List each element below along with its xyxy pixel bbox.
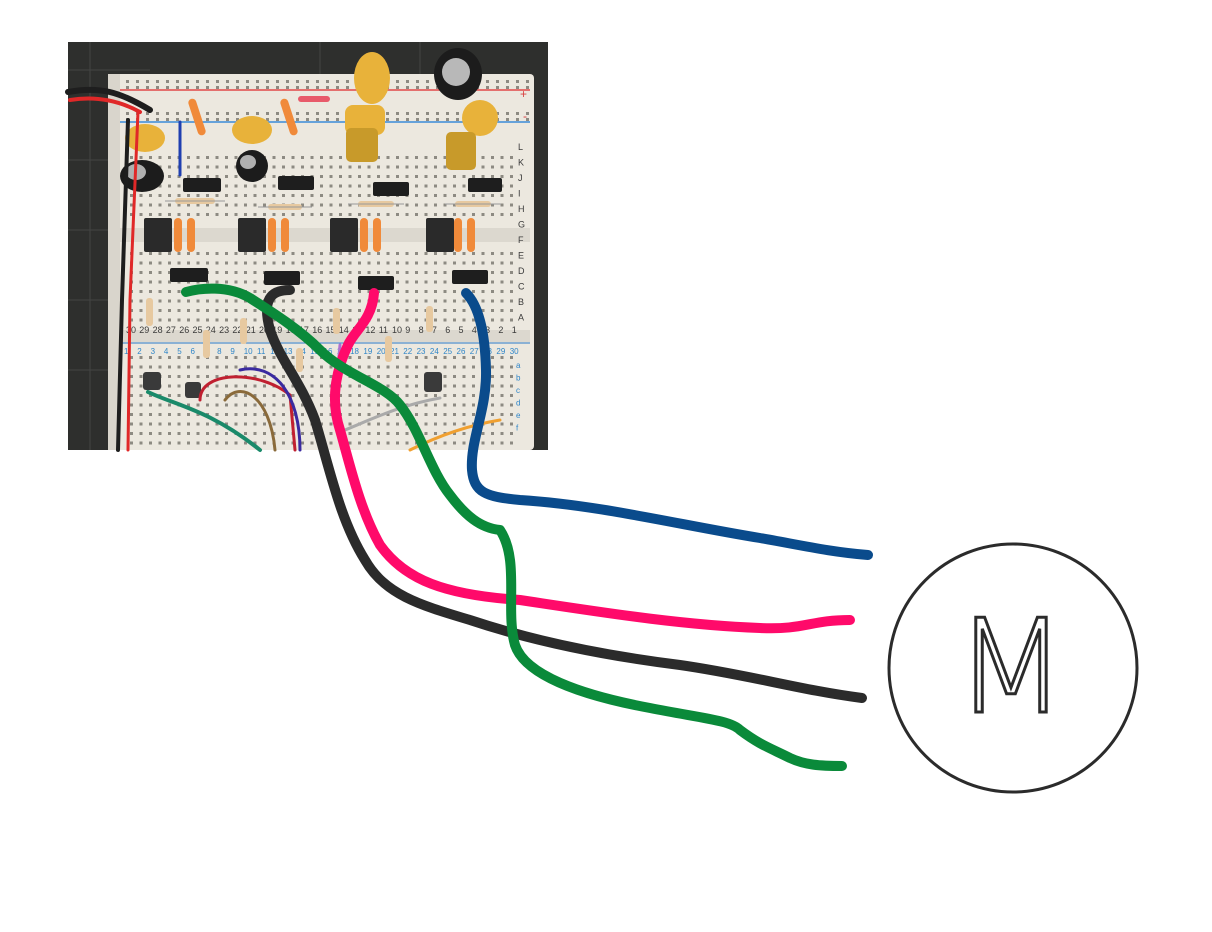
column-number: 6 — [445, 325, 450, 335]
column-number: 29 — [139, 325, 149, 335]
column-number: 8 — [217, 347, 222, 356]
column-number: 22 — [232, 325, 242, 335]
jumper-wires — [65, 86, 502, 452]
row-letter: L — [518, 142, 523, 152]
column-number: 24 — [206, 325, 216, 335]
row-letter: J — [518, 173, 523, 183]
row-letter: F — [518, 235, 524, 245]
row-letter: e — [516, 411, 521, 420]
column-number: 4 — [472, 325, 477, 335]
column-number: 27 — [166, 325, 176, 335]
column-number: 7 — [432, 325, 437, 335]
motor-wires — [181, 283, 873, 771]
column-number: 2 — [498, 325, 503, 335]
column-number: 5 — [459, 325, 464, 335]
row-letter: a — [516, 361, 521, 370]
column-number: 30 — [510, 347, 519, 356]
motor-symbol: M — [887, 542, 1139, 794]
row-letter: D — [518, 266, 525, 276]
motor-circle — [887, 542, 1139, 794]
column-number: 11 — [379, 325, 388, 335]
row-letter: c — [516, 386, 520, 395]
row-letter: K — [518, 158, 524, 168]
column-number: 10 — [392, 325, 402, 335]
column-number: 22 — [403, 347, 412, 356]
column-number: 15 — [326, 325, 336, 335]
column-number: 9 — [405, 325, 410, 335]
column-number: 26 — [179, 325, 189, 335]
transistors — [143, 176, 502, 398]
row-letter: C — [518, 282, 525, 292]
column-number: 16 — [312, 325, 322, 335]
column-number: 1 — [512, 325, 517, 335]
row-letter: f — [516, 424, 519, 433]
column-number: 23 — [417, 347, 426, 356]
column-number: 13 — [284, 347, 293, 356]
motor-label: M — [955, 591, 1067, 743]
column-number: 20 — [377, 347, 386, 356]
column-number: 10 — [244, 347, 253, 356]
column-number: 4 — [164, 347, 169, 356]
column-number: 11 — [257, 347, 266, 356]
column-number: 28 — [153, 325, 163, 335]
breadboard-edge — [108, 74, 120, 450]
row-letter: B — [518, 297, 524, 307]
column-number: 14 — [339, 325, 349, 335]
column-number: 5 — [177, 347, 182, 356]
column-number: 27 — [470, 347, 479, 356]
ic-chips — [144, 218, 454, 252]
orange-capacitors — [174, 96, 475, 252]
column-number: 25 — [193, 325, 203, 335]
row-letter: G — [518, 220, 525, 230]
row-letter: A — [518, 313, 524, 323]
column-number: 21 — [390, 347, 399, 356]
column-number: 3 — [151, 347, 156, 356]
column-number: 18 — [350, 347, 359, 356]
row-letter: H — [518, 204, 525, 214]
column-number: 9 — [230, 347, 235, 356]
blue-wire — [461, 288, 873, 560]
column-number: 23 — [219, 325, 229, 335]
column-number: 24 — [430, 347, 439, 356]
resistors — [146, 198, 501, 372]
column-number: 3 — [485, 325, 490, 335]
column-number: 8 — [419, 325, 424, 335]
column-number: 1 — [124, 347, 129, 356]
black-wire — [261, 285, 867, 703]
row-letter: I — [518, 189, 521, 199]
yellow-capacitors — [125, 52, 498, 152]
second-trench — [120, 330, 530, 344]
column-number: 20 — [259, 325, 269, 335]
column-number: 2 — [137, 347, 142, 356]
column-number: 29 — [496, 347, 505, 356]
green-wire — [181, 283, 847, 771]
rail-plus-label: + — [520, 87, 527, 101]
row-letter: b — [516, 374, 521, 383]
column-number: 26 — [457, 347, 466, 356]
rail-minus-label: - — [523, 109, 527, 123]
column-number: 19 — [272, 325, 282, 335]
column-number: 25 — [443, 347, 452, 356]
column-number: 19 — [363, 347, 372, 356]
row-letter: E — [518, 251, 524, 261]
row-letter: d — [516, 399, 520, 408]
column-number: 12 — [365, 325, 375, 335]
column-number: 6 — [191, 347, 196, 356]
electrolytic-capacitors — [120, 48, 482, 192]
column-number: 21 — [246, 325, 256, 335]
